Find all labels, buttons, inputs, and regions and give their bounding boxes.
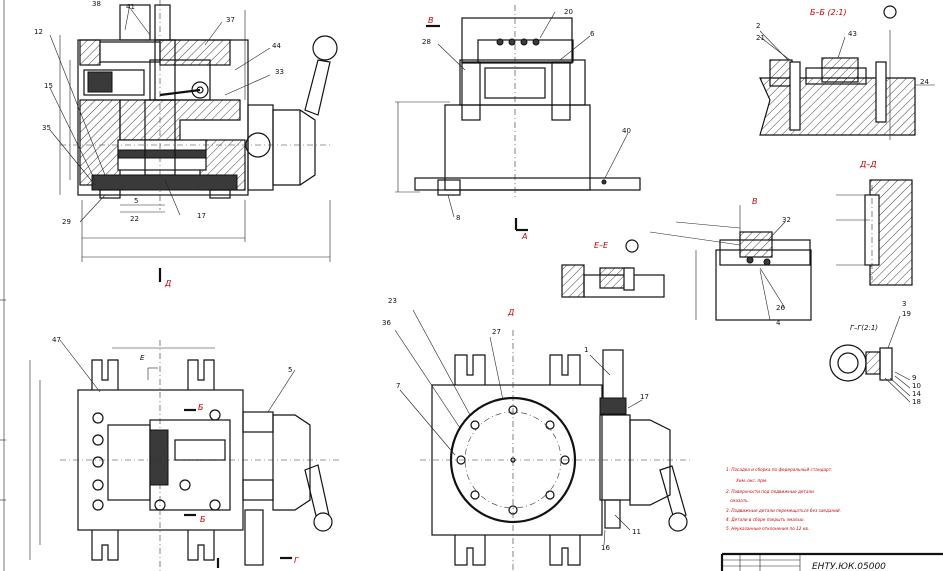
label-9: 9	[912, 374, 916, 382]
label-4: 4	[776, 319, 781, 327]
detail-title-v: В	[752, 197, 758, 206]
label-26: 26	[776, 304, 785, 312]
note-1b: Хим. окс. прм.	[735, 478, 767, 483]
label-24: 24	[920, 78, 929, 86]
label-17: 17	[197, 212, 206, 220]
label-35: 35	[42, 124, 51, 132]
label-37: 37	[226, 16, 235, 24]
plan-view	[29, 268, 340, 571]
label-41: 41	[126, 3, 135, 11]
section-title-bb: Б–Б (2:1)	[810, 8, 847, 17]
label-8: 8	[456, 214, 460, 222]
label-11: 11	[632, 528, 641, 536]
label-38: 38	[92, 0, 101, 8]
section-mark-v: В	[428, 16, 434, 25]
label-7: 7	[396, 382, 400, 390]
label-47: 47	[52, 336, 61, 344]
section-gg-view	[829, 315, 911, 403]
label-17-d: 17	[640, 393, 649, 401]
label-40: 40	[622, 127, 631, 135]
label-6: 6	[590, 30, 595, 38]
label-20: 20	[564, 8, 573, 16]
view-title-d: Д	[507, 308, 514, 317]
label-27: 27	[492, 328, 501, 336]
label-16: 16	[601, 544, 610, 552]
label-19: 19	[902, 310, 911, 318]
section-mark-b2: Б	[200, 515, 206, 524]
section-bb-view	[759, 5, 935, 140]
label-1: 1	[584, 346, 588, 354]
label-29: 29	[62, 218, 71, 226]
view-d	[394, 309, 690, 571]
section-title-ee: Е–Е	[594, 241, 609, 250]
label-32: 32	[782, 216, 791, 224]
label-21: 21	[756, 34, 765, 42]
side-view	[395, 5, 641, 232]
label-12: 12	[34, 28, 43, 36]
label-43: 43	[848, 30, 857, 38]
label-2: 2	[756, 22, 760, 30]
detail-v-view	[649, 205, 812, 321]
title-block-code: ЕНТУ.ЮК.05000	[812, 562, 886, 571]
label-33: 33	[275, 68, 284, 76]
section-mark-e: Е	[140, 354, 145, 362]
label-23: 23	[388, 297, 397, 305]
label-14: 14	[912, 390, 921, 398]
main-section-view	[49, 0, 338, 262]
section-title-dd: Д–Д	[859, 160, 877, 169]
label-36: 36	[382, 319, 391, 327]
note-2: 2. Поверхности под подвижные детали	[726, 489, 814, 494]
note-2b: смазать.	[730, 498, 749, 503]
label-5: 5	[134, 197, 138, 205]
label-5-plan: 5	[288, 366, 292, 374]
section-mark-a: А	[521, 232, 527, 241]
note-1: 1. Посадка и сборка по федеральный станд…	[726, 467, 832, 472]
label-44: 44	[272, 42, 281, 50]
label-15: 15	[44, 82, 53, 90]
section-title-gg: Г–Г(2:1)	[850, 324, 878, 332]
label-10: 10	[912, 382, 921, 390]
section-ee-view	[561, 239, 665, 298]
label-3: 3	[902, 300, 906, 308]
technical-notes: 1. Посадка и сборка по федеральный станд…	[726, 467, 841, 531]
note-3: 3. Подвижные детали перемещаться без зае…	[726, 508, 841, 513]
label-18: 18	[912, 398, 921, 406]
title-block	[720, 552, 943, 571]
note-4: 4. Детали в сборе покрыть эмалью.	[726, 517, 805, 522]
label-28: 28	[422, 38, 431, 46]
note-5: 5. Неуказанные отклонения по 12 кв.	[726, 526, 809, 531]
section-mark-b1: Б	[198, 403, 204, 412]
section-mark-d: Д	[164, 279, 171, 288]
label-22: 22	[130, 215, 139, 223]
section-dd-view	[836, 179, 913, 286]
section-mark-g: Г	[294, 556, 299, 565]
